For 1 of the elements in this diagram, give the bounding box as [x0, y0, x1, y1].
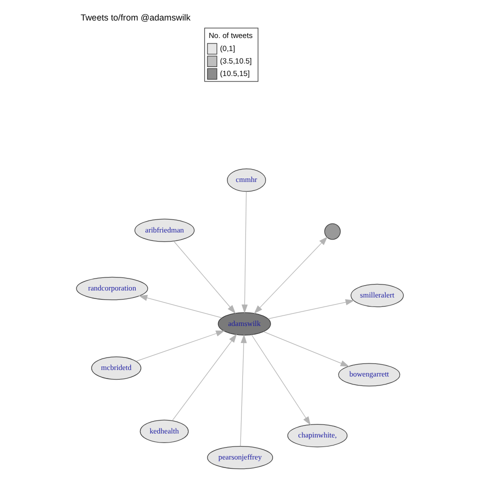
diagram-title: Tweets to/from @adamswilk — [80, 12, 191, 23]
